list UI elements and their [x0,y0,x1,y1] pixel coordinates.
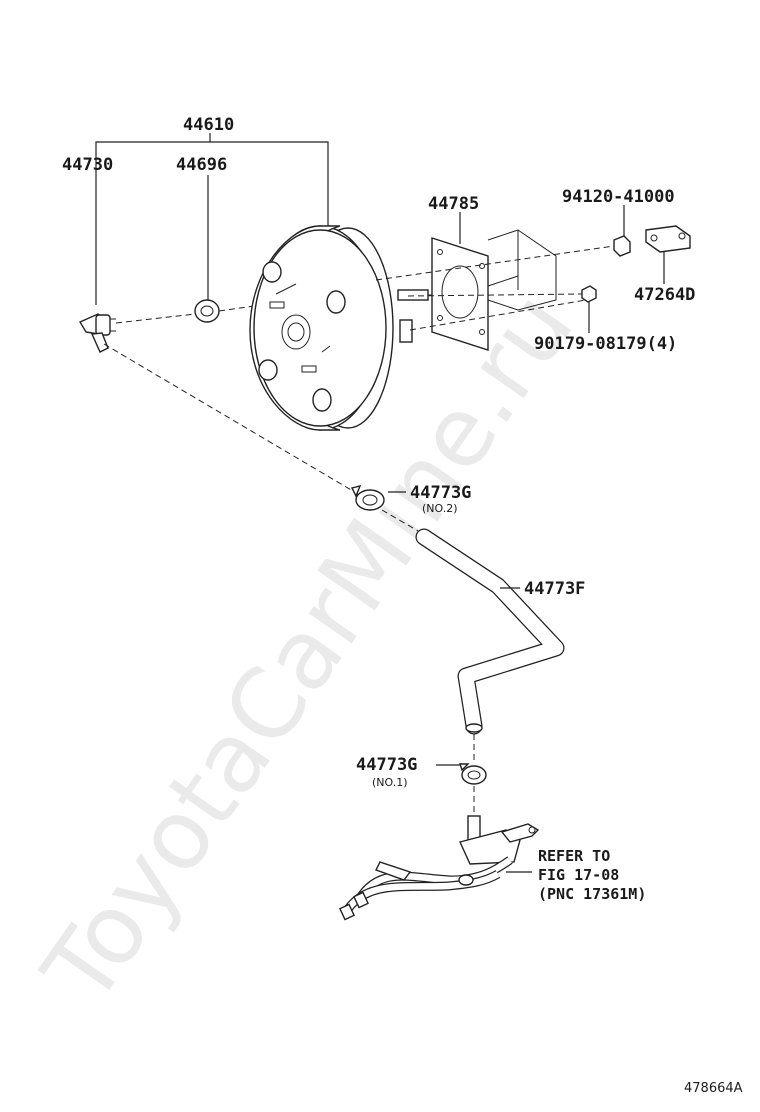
label-refer-to: REFER TO [538,847,610,865]
label-no2: (NO.2) [422,502,458,515]
clamp-44773G-no2 [350,484,406,511]
label-pnc-ref: (PNC 17361M) [538,885,646,903]
label-94120-41000: 94120-41000 [562,187,675,207]
vacuum-pipe-assembly [339,815,540,921]
gasket-44785 [431,212,489,351]
label-fig-ref: FIG 17-08 [538,866,619,884]
vacuum-hose-44773F [415,528,565,735]
diagram-id: 478664A [684,1081,743,1096]
label-no1: (NO.1) [372,776,408,789]
nut-94120-41000 [613,205,631,257]
nut-90179-08179 [581,285,597,333]
label-44785: 44785 [428,194,479,214]
label-90179-08179: 90179-08179(4) [534,334,677,354]
label-44696: 44696 [176,155,227,175]
leader-44610 [95,133,329,305]
label-44773F: 44773F [524,579,585,599]
check-valve-44730 [78,313,116,353]
clevis-47264D [645,225,691,284]
clamp-44773G-no1 [436,763,487,785]
brake-booster-44610 [249,225,445,431]
label-44773G-no2: 44773G [410,483,471,503]
label-47264D: 47264D [634,285,695,305]
label-44730: 44730 [62,155,113,175]
grommet-44696 [194,299,220,323]
label-44610: 44610 [183,115,234,135]
label-44773G-no1: 44773G [356,755,417,775]
